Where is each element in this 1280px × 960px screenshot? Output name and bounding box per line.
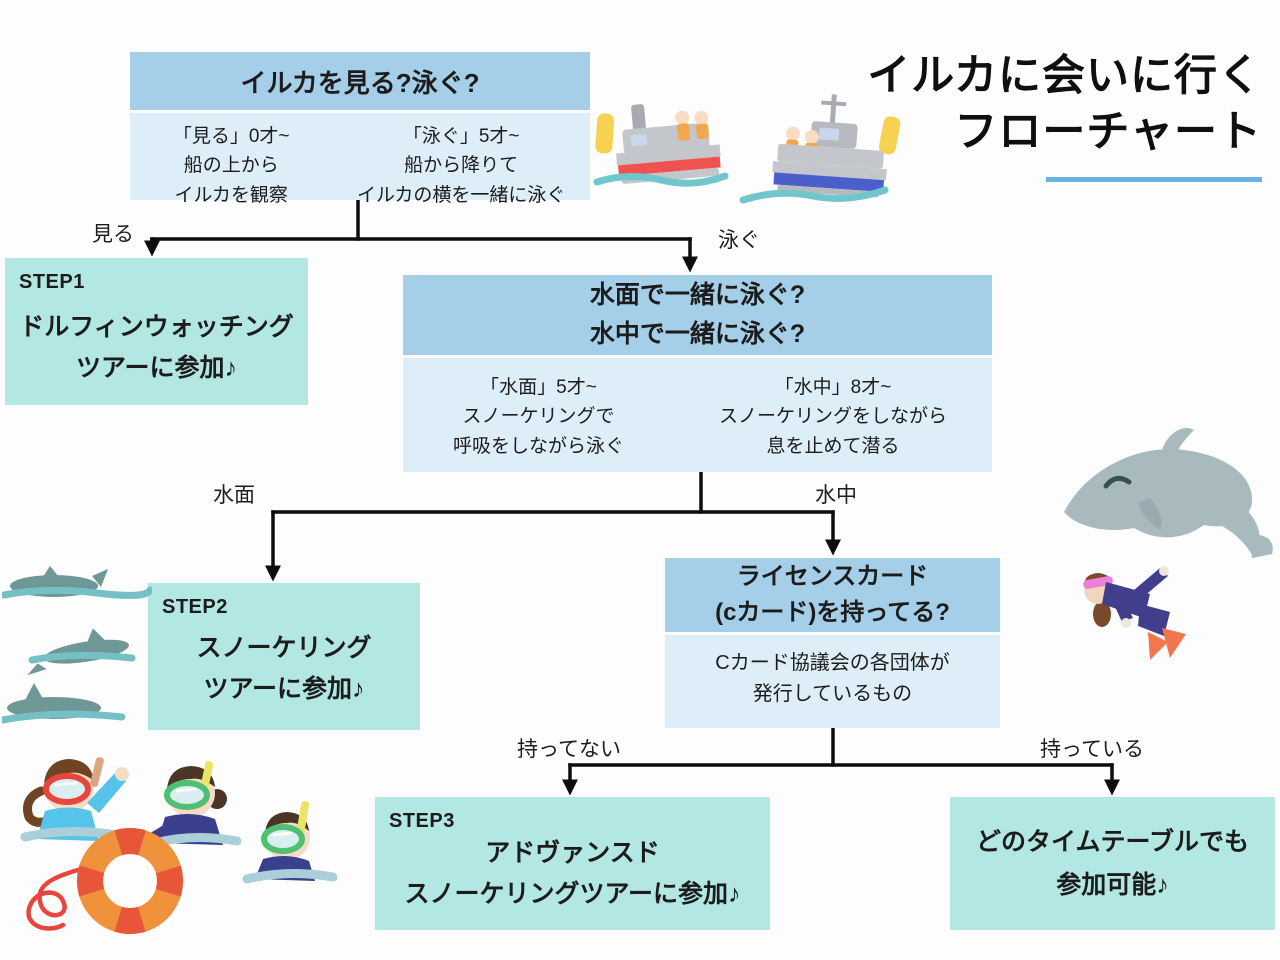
q1-question: イルカを見る?泳ぐ? [130, 52, 590, 110]
q1-option-watch: 「見る」0才~ 船の上から イルカを観察 [172, 126, 290, 206]
snorkeler-green-mask-right-icon [242, 801, 337, 884]
branch-label-has-card: 持っている [1040, 738, 1144, 761]
page-title-line2: フローチャート [954, 108, 1262, 156]
snorkelers-illustration [20, 757, 337, 934]
q3-box: ライセンスカード (cカード)を持ってる? Cカード協議会の各団体が 発行してい… [665, 558, 1000, 728]
step3-box: STEP3 アドヴァンスド スノーケリングツアーに参加♪ [375, 797, 770, 930]
diver-icon [1083, 566, 1186, 660]
life-ring-icon [77, 828, 183, 934]
page-title-line1: イルカに会いに行く [867, 52, 1262, 100]
q2-box: 水面で一緒に泳ぐ? 水中で一緒に泳ぐ? 「水面」5才~ スノーケリングで 呼吸を… [403, 275, 992, 472]
q3-note: Cカード協議会の各団体が 発行しているもの [715, 652, 950, 705]
q3-question: ライセンスカード (cカード)を持ってる? [665, 558, 1000, 632]
branch-label-underwater: 水中 [815, 484, 857, 507]
branch-label-watch: 見る [92, 223, 134, 246]
rope [26, 862, 100, 931]
step2-text: スノーケリング ツアーに参加♪ [196, 634, 372, 703]
wave-line [28, 651, 136, 664]
branch-label-swim: 泳ぐ [718, 229, 760, 252]
boats-illustration [593, 94, 901, 204]
q2-option-underwater: 「水中」8才~ スノーケリングをしながら 息を止めて潜る [718, 377, 947, 457]
boat-blue-icon [772, 94, 901, 198]
dolphin-eye [1103, 475, 1132, 489]
boat-red-icon [595, 104, 721, 184]
branch-label-surface: 水面 [213, 484, 255, 507]
title-underline [1046, 177, 1262, 182]
branch-label-no-card: 持ってない [517, 738, 621, 761]
result-any-text: どのタイムテーブルでも 参加可能♪ [975, 828, 1249, 899]
result-any-box: どのタイムテーブルでも 参加可能♪ [950, 797, 1275, 930]
step1-label: STEP1 [19, 271, 85, 293]
step1-box: STEP1 ドルフィンウォッチング ツアーに参加♪ [5, 258, 308, 405]
q1-option-swim: 「泳ぐ」5才~ 船から降りて イルカの横を一緒に泳ぐ [356, 126, 566, 206]
page-title: イルカに会いに行く フローチャート [798, 48, 1262, 160]
snorkeler-red-mask-icon [20, 757, 129, 842]
step3-label: STEP3 [389, 810, 455, 832]
dolphin-back-icon [27, 628, 129, 676]
step2-label: STEP2 [162, 596, 228, 618]
wave-line [2, 710, 126, 724]
q2-question: 水面で一緒に泳ぐ? 水中で一緒に泳ぐ? [403, 275, 992, 355]
step1-text: ドルフィンウォッチング ツアーに参加♪ [19, 313, 294, 382]
dolphin-jumping-icon [1064, 428, 1273, 558]
step2-box: STEP2 スノーケリング ツアーに参加♪ [148, 583, 420, 730]
dolphins-surface-illustration [2, 566, 152, 724]
wave-line [593, 172, 729, 187]
wave-line [739, 186, 889, 204]
q1-box: イルカを見る?泳ぐ? 「見る」0才~ 船の上から イルカを観察 「泳ぐ」5才~ … [130, 52, 590, 206]
step3-text: アドヴァンスド スノーケリングツアーに参加♪ [404, 839, 741, 908]
q2-option-surface: 「水面」5才~ スノーケリングで 呼吸をしながら泳ぐ [452, 377, 624, 457]
wave-line [2, 586, 152, 599]
